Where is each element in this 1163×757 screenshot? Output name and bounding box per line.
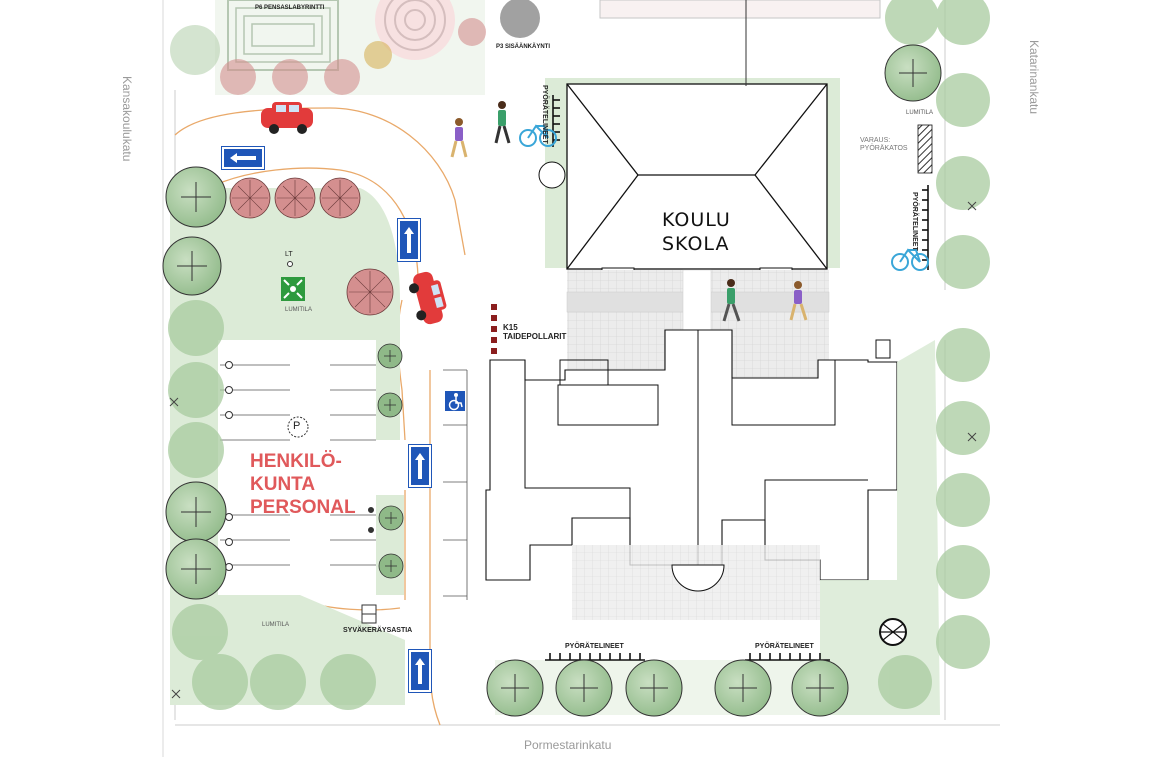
bike-rack-east [922,185,929,270]
staff-parking-line1: HENKILÖ- [250,451,342,472]
tree-crosses-west [177,182,211,584]
school-building-internal [524,330,891,592]
arrow-left-sign [221,146,265,170]
round-grate [879,618,907,646]
car-side [409,271,447,325]
person-pedestrian [722,279,741,322]
art-bollards [491,304,497,354]
bicycle-icon [891,248,929,271]
trees-west-faded [168,300,376,710]
wheelchair-icon [445,391,465,411]
person-pedestrian [450,118,468,158]
staff-parking-label: HENKILÖ- KUNTA PERSONAL [250,450,356,519]
tree-east-marked [884,44,942,102]
label-lt: LT [285,251,293,258]
label-reservation-1: VARAUS: [860,137,891,144]
building-label-line1: KOULU [662,209,731,231]
street-name-east: Katarinankatu [1027,40,1041,115]
trees-east-faded [878,0,990,709]
charger-posts [225,361,374,571]
parking-symbol-circle [287,416,309,438]
person-pedestrian [789,281,808,321]
label-lumitila-1: LUMITILA [285,307,313,313]
parking-symbol: P [293,420,301,432]
bike-rack-top [552,95,560,147]
tree-crosses-south [501,674,834,702]
arrow-up-sign [408,444,432,488]
bicycle-icon [519,124,557,147]
person-pedestrian [494,101,511,144]
arrow-up-sign [408,649,432,693]
parking-stall-lines [220,364,468,600]
south-lawn [820,340,940,715]
label-bike-racks-south-2: PYÖRÄTELINEET [755,643,814,650]
label-p6: P6 PENSASLABYRINTTI [255,5,325,11]
label-k15: K15 [503,323,518,332]
label-lumitila-2: LUMITILA [262,622,290,628]
north-shrubs-faded [170,18,486,95]
label-bike-racks-south-1: PYÖRÄTELINEET [565,643,624,650]
label-deep-waste: SYVÄKERÄYSASTIA [343,627,413,634]
assembly-point-icon [281,277,305,301]
arrow-up-sign [397,218,421,262]
car-top [261,102,313,134]
bike-shelter-reservation [917,124,933,174]
label-art-bollards: TAIDEPOLLARIT [503,332,567,341]
label-lumitila-3: LUMITILA [906,110,934,116]
staff-parking-line2: KUNTA [250,474,316,495]
building-label: KOULU SKOLA [662,208,731,256]
label-p3: P3 SISÄÄNKÄYNTI [496,44,551,50]
street-name-south: Pormestarinkatu [524,738,612,752]
parking-lawn-north [170,188,400,440]
staff-parking-line3: PERSONAL [250,497,356,518]
street-name-west: Kansakoulukatu [120,76,134,162]
school-building-roof [538,78,840,281]
building-label-line2: SKOLA [662,233,730,255]
label-bike-racks-east: PYÖRÄTELINEET [911,192,918,251]
bike-rack-south-1 [545,653,645,661]
label-bike-parking-top: PYÖRÄTELINEET [541,85,548,144]
bike-rack-south-2 [745,653,830,661]
label-reservation-2: PYÖRÄKATOS [860,145,908,152]
